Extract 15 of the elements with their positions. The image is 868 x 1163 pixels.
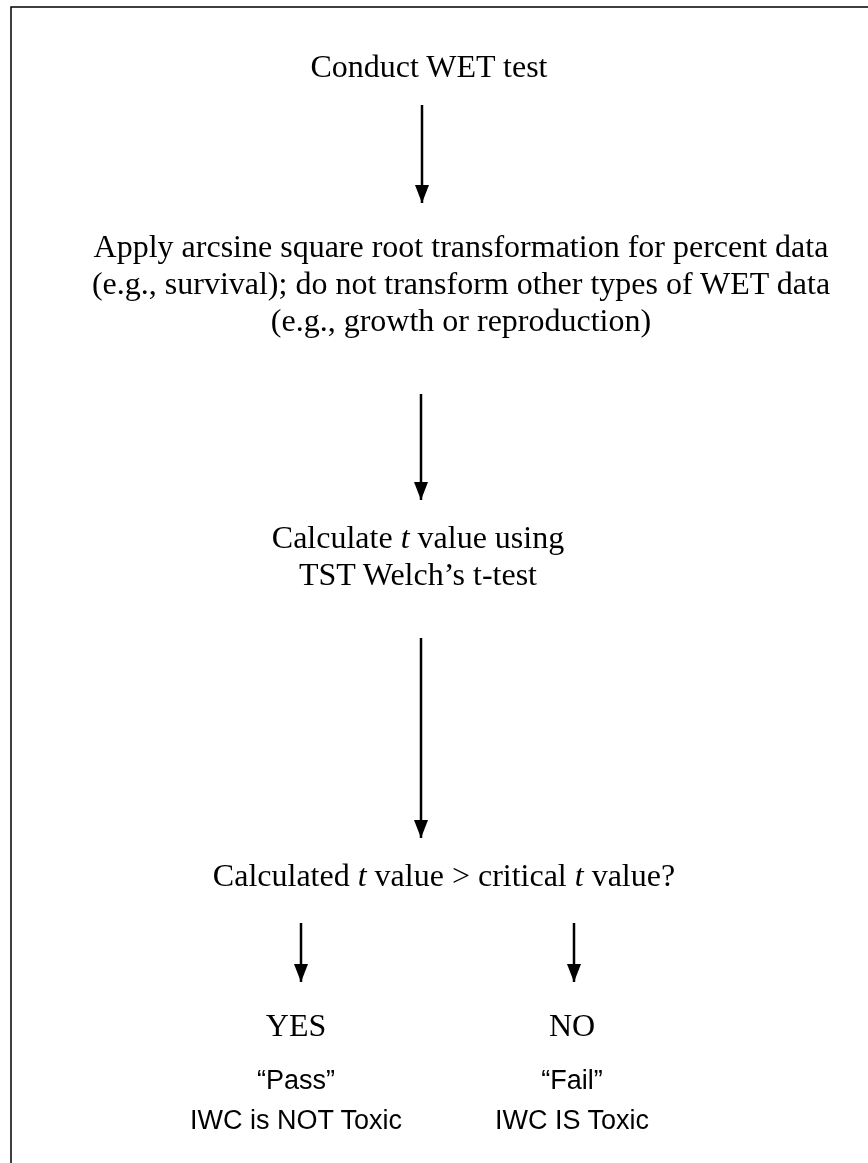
result-text: “Pass” [256, 1064, 336, 1097]
step-text: Conduct WET test [309, 48, 549, 85]
arrow [414, 638, 428, 838]
answer-label: YES [264, 1007, 328, 1044]
step-text: Apply arcsine square root transformation for percent data (e.g., survival); do not transform other types of WET data (e.g., growth or reproduction) [90, 228, 832, 339]
answer-label: NO [547, 1007, 597, 1044]
result-text: “Fail” [540, 1064, 604, 1097]
arrow [294, 923, 308, 982]
arrow [414, 394, 428, 500]
arrow [567, 923, 581, 982]
result-text: IWC IS Toxic [494, 1104, 650, 1137]
arrow [415, 105, 429, 203]
step-text: Calculated t value > critical t value? [211, 857, 677, 894]
result-text: IWC is NOT Toxic [189, 1104, 403, 1137]
step-text: Calculate t value using TST Welch’s t-test [270, 519, 566, 593]
